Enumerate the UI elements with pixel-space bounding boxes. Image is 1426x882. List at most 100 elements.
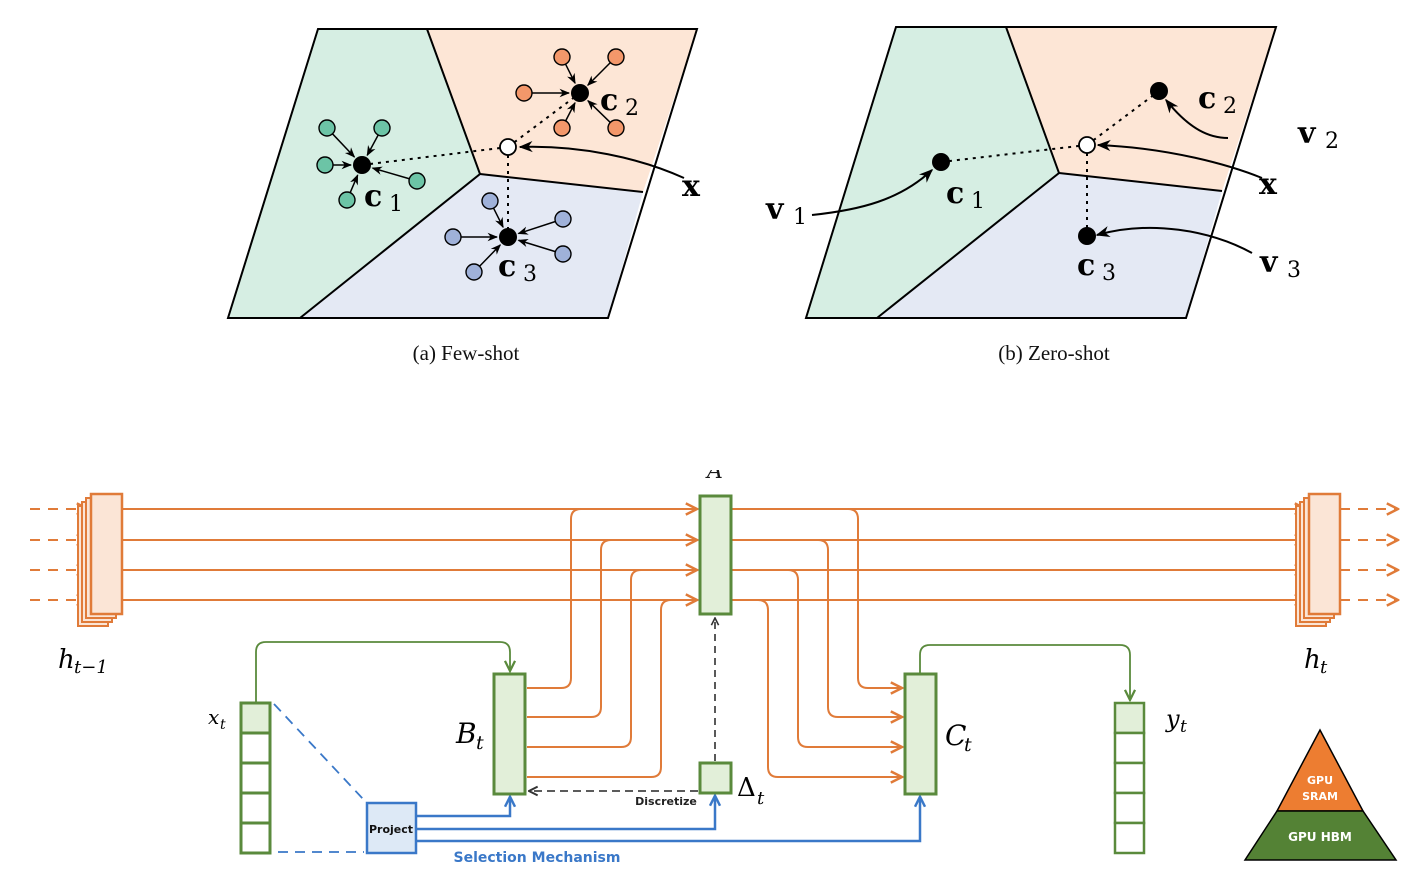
svg-text:t: t	[220, 717, 226, 733]
support-arrow	[371, 166, 410, 180]
b-route	[527, 508, 591, 689]
support-point	[607, 119, 625, 137]
c-route	[778, 569, 902, 747]
svg-text:1: 1	[389, 192, 403, 217]
support-point	[515, 84, 533, 102]
label-delta: Δ	[737, 773, 756, 803]
b-route	[527, 539, 621, 718]
label-v3: v	[1259, 245, 1279, 280]
support-arrow	[349, 174, 359, 193]
svg-text:t−1: t−1	[74, 657, 108, 678]
support-point	[481, 192, 499, 210]
support-arrow	[587, 62, 611, 86]
delta-block	[698, 761, 733, 795]
support-arrow	[366, 134, 379, 157]
centroid-c1	[932, 153, 950, 171]
support-arrow	[331, 133, 356, 158]
svg-text:1: 1	[793, 205, 807, 230]
label-c3: c	[498, 249, 516, 284]
gpu-sram-label-line2: SRAM	[1302, 790, 1338, 803]
c-route	[838, 508, 902, 688]
svg-text:3: 3	[1287, 258, 1301, 283]
c-matrix-block	[903, 672, 938, 796]
svg-text:2: 2	[1325, 129, 1339, 154]
discretize-label: Discretize	[635, 795, 697, 808]
label-c-t: C	[945, 719, 966, 752]
svg-text:t: t	[964, 734, 972, 756]
support-point	[338, 191, 356, 209]
svg-text:3: 3	[523, 262, 537, 287]
support-arrow	[564, 101, 576, 122]
support-point	[554, 210, 572, 228]
selection-mechanism-label: Selection Mechanism	[454, 850, 621, 866]
support-point	[553, 48, 571, 66]
region-class-1	[228, 29, 480, 318]
support-point	[465, 263, 483, 281]
support-arrow	[517, 239, 556, 253]
query-point-x	[499, 138, 517, 156]
centroid-c3	[1078, 227, 1096, 245]
svg-text:t: t	[476, 732, 484, 754]
label-y-t: y	[1165, 705, 1180, 733]
support-arrow	[479, 244, 502, 267]
selective-ssm-diagram: A Discretize	[30, 459, 1398, 866]
label-h-next: h	[1304, 645, 1321, 675]
svg-text:2: 2	[625, 96, 639, 121]
label-x-t: x	[208, 705, 219, 729]
b-route	[527, 599, 681, 778]
gpu-sram-label-line1: GPU	[1307, 774, 1333, 787]
label-c1: c	[946, 176, 964, 211]
region-class-3	[300, 174, 643, 318]
label-v2: v	[1297, 116, 1317, 151]
svg-text:t: t	[757, 788, 765, 809]
cluster-class-3	[444, 192, 572, 281]
cluster-class-2	[515, 48, 625, 137]
svg-text:t: t	[1180, 717, 1187, 737]
support-arrow	[492, 207, 504, 229]
label-a: A	[705, 459, 723, 484]
a-matrix-block	[698, 494, 733, 616]
centroid-c2	[571, 84, 589, 102]
caption-zero-shot: (b) Zero-shot	[998, 341, 1110, 365]
c-route	[808, 539, 902, 717]
state-block-next	[1295, 492, 1342, 627]
gpu-memory-pyramid: GPU SRAM GPU HBM	[1243, 728, 1398, 861]
gpu-hbm-label: GPU HBM	[1288, 830, 1352, 844]
centroid-c3	[499, 228, 517, 246]
support-point	[553, 119, 571, 137]
support-point	[316, 156, 334, 174]
region-class-2	[1006, 27, 1276, 191]
svg-text:2: 2	[1223, 94, 1237, 119]
label-x: x	[682, 169, 701, 204]
centroid-c2	[1150, 82, 1168, 100]
support-point	[373, 119, 391, 137]
label-b-t: B	[455, 717, 477, 750]
c-route	[748, 599, 902, 777]
cluster-class-1	[316, 119, 426, 209]
label-v1: v	[765, 192, 785, 227]
label-c1: c	[364, 179, 382, 214]
support-point	[607, 48, 625, 66]
support-point	[554, 245, 572, 263]
label-c3: c	[1077, 248, 1095, 283]
svg-text:3: 3	[1102, 261, 1116, 286]
b-matrix-block	[492, 672, 527, 796]
support-arrow	[517, 220, 556, 235]
support-point	[318, 119, 336, 137]
project-box	[365, 801, 418, 855]
few-shot-panel: c 1 c 2 c 3 x (a) Few-shot	[226, 28, 701, 365]
zero-shot-panel: c 1 c 2 c 3 x v 1 v 2 v 3 (b) Zero-shot	[765, 26, 1339, 365]
label-h-prev: h	[58, 645, 75, 675]
state-block-prev	[77, 492, 124, 627]
caption-few-shot: (a) Few-shot	[413, 341, 520, 365]
support-point	[444, 228, 462, 246]
support-arrow	[564, 63, 576, 85]
support-arrow	[587, 99, 611, 123]
support-point	[408, 172, 426, 190]
label-c2: c	[600, 83, 618, 118]
b-route	[527, 569, 651, 748]
input-vector-x	[239, 701, 272, 855]
region-class-2	[427, 29, 697, 192]
svg-text:1: 1	[971, 189, 985, 214]
